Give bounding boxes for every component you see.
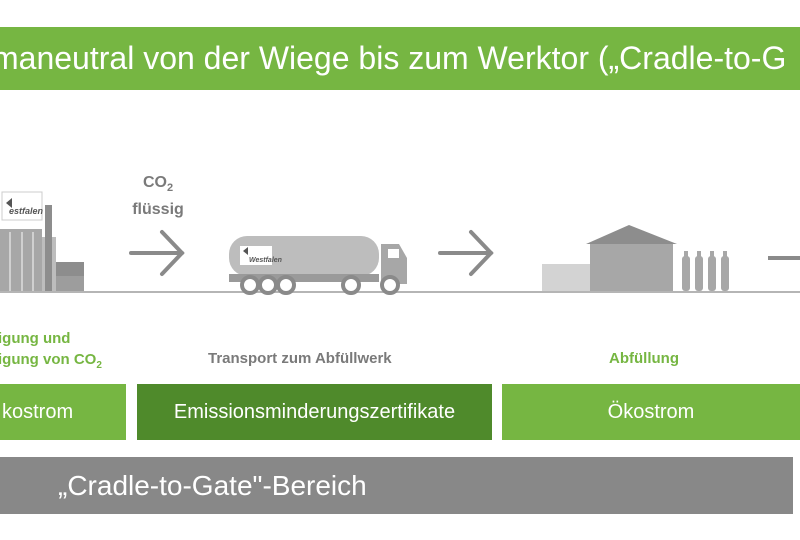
- factory-logo-text: estfalen: [9, 206, 44, 216]
- step-label-filling: Abfüllung: [609, 350, 679, 367]
- factory-icon: estfalen: [0, 191, 84, 291]
- energy-box-green-power: kostrom: [0, 384, 126, 440]
- cradle-to-gate-bar: „Cradle-to-Gate"-Bereich: [0, 457, 793, 514]
- energy-box-emission-certificates: Emissionsminderungszertifikate: [137, 384, 492, 440]
- step-label-transport: Transport zum Abfüllwerk: [208, 350, 392, 367]
- co2-label-word: flüssig: [132, 201, 184, 219]
- step-label-line1: igung und: [0, 330, 71, 347]
- diagram-title: maneutral von der Wiege bis zum Werktor …: [0, 40, 787, 76]
- arrow-right-icon: [129, 230, 185, 276]
- step-label-production: igung und igung von CO2: [0, 328, 102, 376]
- co2-label-prefix: CO: [142, 174, 167, 191]
- step-label-line2-sub: 2: [96, 360, 102, 371]
- truck-logo-text: Westfalen: [249, 257, 282, 264]
- energy-box-green-power-filling: Ökostrom: [502, 384, 800, 440]
- arrow-right-icon: [438, 230, 494, 276]
- step-label-line2: igung von CO: [0, 351, 97, 368]
- process-diagram: estfalen Westfalen: [0, 191, 800, 295]
- filling-plant-icon: [542, 225, 729, 291]
- co2-label-sub: 2: [166, 182, 174, 195]
- title-banner: maneutral von der Wiege bis zum Werktor …: [0, 27, 800, 90]
- cradle-to-gate-label: „Cradle-to-Gate"-Bereich: [58, 470, 367, 501]
- co2-liquid-label: CO2 flüssig: [118, 172, 198, 221]
- truck-icon: Westfalen: [229, 236, 407, 295]
